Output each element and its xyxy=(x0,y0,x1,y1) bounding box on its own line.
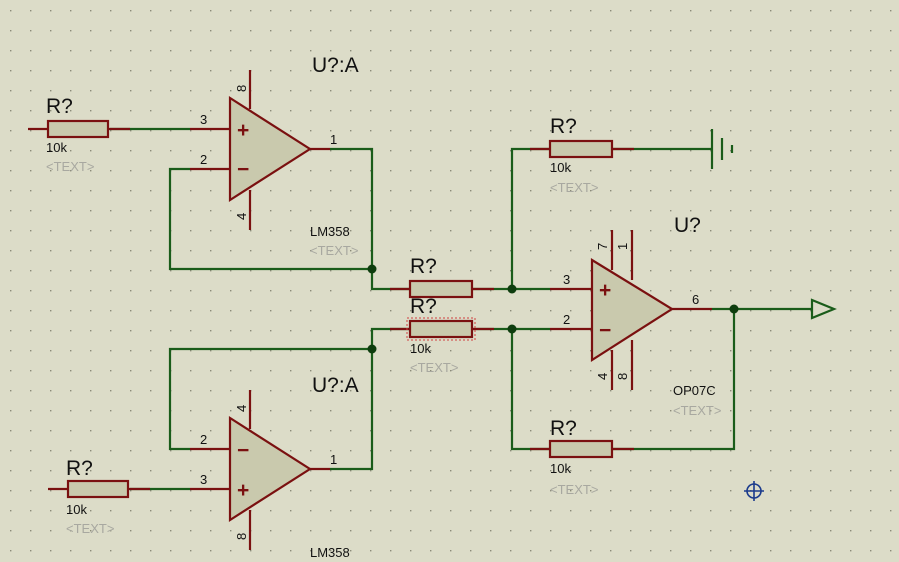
resistor-bottom-input[interactable]: R? 10k <TEXT> xyxy=(48,457,150,536)
resistor-value: 10k xyxy=(66,502,87,517)
wire-bottom-feedback xyxy=(168,347,372,451)
opamp-part: OP07C xyxy=(673,383,716,398)
resistor-text-placeholder: <TEXT> xyxy=(66,521,114,536)
resistor-body xyxy=(408,319,474,339)
pin-label: 1 xyxy=(330,452,337,467)
resistor-ref: R? xyxy=(410,255,437,278)
junction-dot xyxy=(729,304,739,314)
opamp-ref: U?:A xyxy=(312,54,359,77)
pin-label: 4 xyxy=(234,405,249,412)
opamp-plus-symbol: + xyxy=(237,479,249,502)
pin-label: 3 xyxy=(200,472,207,487)
resistor-text-placeholder: <TEXT> xyxy=(550,180,598,195)
opamp-minus-symbol: − xyxy=(237,158,249,181)
output-terminal[interactable] xyxy=(810,298,837,320)
origin-marker-icon xyxy=(744,481,764,501)
resistor-text-placeholder: <TEXT> xyxy=(550,482,598,497)
pin-label: 3 xyxy=(563,272,570,287)
pin-label: 1 xyxy=(615,243,630,250)
ground-symbol[interactable] xyxy=(710,129,734,169)
opamp-body xyxy=(228,415,313,523)
resistor-mid-lower[interactable]: R? 10k <TEXT> xyxy=(390,295,494,375)
pin-label: 1 xyxy=(330,132,337,147)
resistor-body xyxy=(548,139,614,159)
junctions xyxy=(367,264,739,354)
selection-outline xyxy=(406,317,476,341)
opamp-ref: U?:A xyxy=(312,374,359,397)
resistor-ref: R? xyxy=(550,417,577,440)
opamp-text-placeholder: <TEXT> xyxy=(673,403,721,418)
pin-label: 2 xyxy=(200,152,207,167)
junction-dot xyxy=(367,344,377,354)
output-arrow-icon xyxy=(810,298,837,320)
junction-dot xyxy=(507,284,517,294)
pin-label: 7 xyxy=(595,243,610,250)
opamp-minus-symbol: − xyxy=(237,439,249,462)
pin-label: 8 xyxy=(615,373,630,380)
resistor-value: 10k xyxy=(550,461,571,476)
resistor-body xyxy=(46,119,110,139)
pin-label: 8 xyxy=(234,85,249,92)
resistor-ref: R? xyxy=(410,295,437,318)
resistor-ref: R? xyxy=(66,457,93,480)
resistor-top-input[interactable]: R? 10k <TEXT> xyxy=(28,95,130,174)
opamp-part: LM358 xyxy=(310,224,350,239)
opamp-body xyxy=(228,95,313,203)
resistor-text-placeholder: <TEXT> xyxy=(410,360,458,375)
pin-label: 4 xyxy=(595,373,610,380)
junction-dot xyxy=(367,264,377,274)
opamp-part: LM358 xyxy=(310,545,350,560)
opamp-right[interactable]: + − 3 2 6 7 1 4 8 U? OP07C <TEXT> xyxy=(550,214,721,418)
resistor-text-placeholder: <TEXT> xyxy=(46,159,94,174)
resistor-value: 10k xyxy=(550,160,571,175)
resistor-feedback[interactable]: R? 10k <TEXT> xyxy=(530,417,634,497)
resistor-value: 10k xyxy=(46,140,67,155)
pin-label: 8 xyxy=(234,533,249,540)
junction-dot xyxy=(507,324,517,334)
resistor-ground[interactable]: R? 10k <TEXT> xyxy=(530,115,634,195)
wires xyxy=(110,127,812,491)
pin-label: 4 xyxy=(234,213,249,220)
opamp-top[interactable]: + − 3 2 1 8 4 U?:A LM358 <TEXT> xyxy=(190,54,359,258)
wire-top-feedback xyxy=(168,167,372,271)
opamp-ref: U? xyxy=(674,214,701,237)
opamp-bottom[interactable]: − + 2 3 1 4 8 U?:A LM358 xyxy=(190,374,359,560)
opamp-body xyxy=(590,258,675,363)
resistor-value: 10k xyxy=(410,341,431,356)
resistor-mid-upper[interactable]: R? xyxy=(390,255,494,299)
resistor-body xyxy=(548,439,614,459)
pin-label: 2 xyxy=(200,432,207,447)
opamp-text-placeholder: <TEXT> xyxy=(310,243,358,258)
opamp-plus-symbol: + xyxy=(599,279,611,302)
resistor-ref: R? xyxy=(46,95,73,118)
wire-feedback-high xyxy=(612,309,736,451)
pin-label: 3 xyxy=(200,112,207,127)
resistor-body xyxy=(66,479,130,499)
resistor-body xyxy=(408,279,474,299)
resistor-ref: R? xyxy=(550,115,577,138)
opamp-minus-symbol: − xyxy=(599,319,611,342)
opamp-plus-symbol: + xyxy=(237,119,249,142)
pin-label: 2 xyxy=(563,312,570,327)
pin-label: 6 xyxy=(692,292,699,307)
